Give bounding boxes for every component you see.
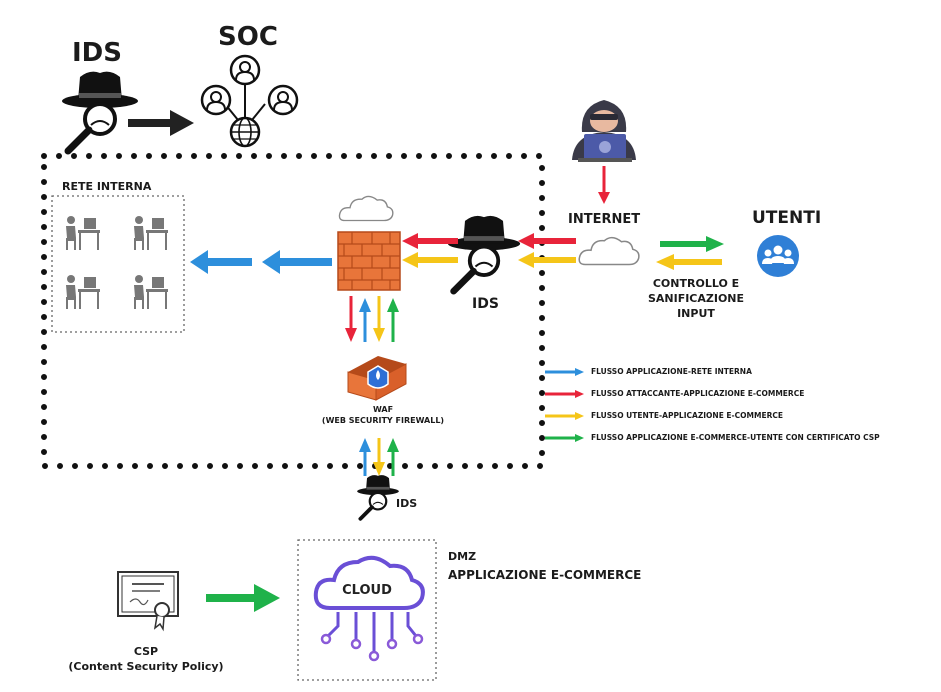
controllo-label: CONTROLLO E SANIFICAZIONE INPUT <box>647 277 745 320</box>
hacker-icon <box>572 100 636 162</box>
ids-top-label: IDS <box>72 38 122 68</box>
legend: FLUSSO APPLICAZIONE-RETE INTERNA FLUSSO … <box>545 364 935 452</box>
internet-label: INTERNET <box>568 212 641 227</box>
red-flow-arrow <box>402 233 458 249</box>
legend-arrow <box>545 368 584 376</box>
soc-network-icon <box>200 54 299 148</box>
rete-interna-box <box>51 195 185 333</box>
workstation-icon <box>65 215 101 251</box>
legend-text: FLUSSO APPLICAZIONE-RETE INTERNA <box>591 367 752 376</box>
red-flow-arrow <box>518 233 576 249</box>
blue-flow-arrow <box>359 438 371 476</box>
cloud-icon <box>338 195 394 222</box>
cloud-label: CLOUD <box>342 583 392 598</box>
users-icon <box>757 235 799 277</box>
firewall-icon <box>347 356 407 401</box>
legend-item: FLUSSO UTENTE-APPLICAZIONE E-COMMERCE <box>545 408 935 430</box>
red-flow-arrow <box>345 296 357 342</box>
perimeter-boundary <box>41 153 545 469</box>
legend-text: FLUSSO ATTACCANTE-APPLICAZIONE E-COMMERC… <box>591 389 805 398</box>
yellow-flow-arrow <box>402 252 458 268</box>
legend-arrow <box>545 434 584 442</box>
cloud-icon <box>578 236 640 266</box>
hacker-to-internet-arrow <box>598 166 610 204</box>
spy-icon <box>62 72 138 151</box>
legend-item: FLUSSO APPLICAZIONE-RETE INTERNA <box>545 364 935 386</box>
legend-arrow <box>545 412 584 420</box>
spy-icon <box>448 216 520 291</box>
spy-icon <box>355 473 401 521</box>
firewall-icon <box>337 231 401 291</box>
legend-item: FLUSSO ATTACCANTE-APPLICAZIONE E-COMMERC… <box>545 386 935 408</box>
green-flow-arrow <box>660 236 724 252</box>
legend-item: FLUSSO APPLICAZIONE E-COMMERCE-UTENTE CO… <box>545 430 935 452</box>
dmz-label: DMZ <box>448 550 477 563</box>
soc-label: SOC <box>218 22 278 52</box>
yellow-flow-arrow <box>656 254 722 270</box>
dmz-box <box>297 539 437 681</box>
blue-flow-arrow <box>359 298 371 342</box>
ids-bottom-label: IDS <box>396 497 418 510</box>
workstation-icon <box>65 274 101 310</box>
yellow-flow-arrow <box>373 296 385 342</box>
applicazione-label: APPLICAZIONE E-COMMERCE <box>448 568 642 582</box>
green-flow-arrow <box>387 298 399 342</box>
ids-mid-label: IDS <box>472 296 499 312</box>
green-flow-arrow <box>387 438 399 476</box>
green-flow-arrow <box>206 584 280 612</box>
legend-text: FLUSSO UTENTE-APPLICAZIONE E-COMMERCE <box>591 411 783 420</box>
csp-label: CSP (Content Security Policy) <box>68 645 224 673</box>
yellow-flow-arrow <box>373 438 385 476</box>
blue-flow-arrow <box>262 250 332 274</box>
workstation-icon <box>133 274 169 310</box>
waf-label: WAF (WEB SECURITY FIREWALL) <box>321 405 445 425</box>
cloud-icon <box>313 555 425 662</box>
ids-to-soc-arrow <box>128 110 194 136</box>
certificate-icon <box>117 571 179 632</box>
workstation-icon <box>133 215 169 251</box>
rete-interna-label: RETE INTERNA <box>62 180 152 193</box>
legend-arrow <box>545 390 584 398</box>
utenti-label: UTENTI <box>752 208 822 228</box>
yellow-flow-arrow <box>518 252 576 268</box>
legend-text: FLUSSO APPLICAZIONE E-COMMERCE-UTENTE CO… <box>591 433 880 442</box>
blue-flow-arrow <box>190 250 252 274</box>
